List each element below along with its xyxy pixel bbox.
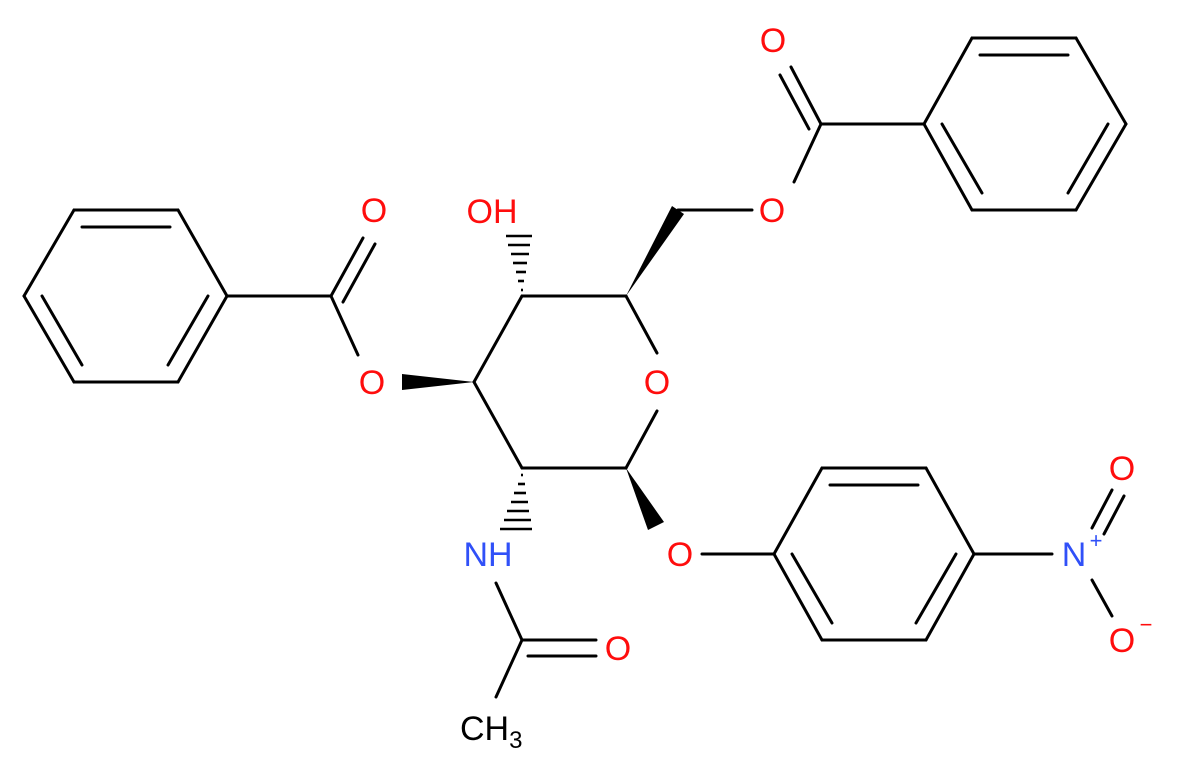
bond-o3-carbonyl [329, 294, 360, 357]
nitro-oxygen-bottom-label: O [1109, 622, 1135, 660]
ring-oxygen-label: O [644, 364, 670, 402]
bond-ph3-d [924, 552, 976, 642]
nitro-oxygen-top-label: O [1109, 450, 1135, 488]
bond-ph3-inner-2 [914, 552, 958, 625]
amide-nitrogen-label: NH [463, 536, 512, 574]
bond-ph3-f [772, 552, 824, 642]
bond-o6-carbonyl [792, 122, 823, 184]
methyl-label: CH3 [460, 710, 522, 754]
hydroxyl-label: OH [467, 193, 518, 231]
bond-n-carbonyl [494, 581, 524, 642]
bonds [22, 36, 1128, 699]
bond-c3-c2 [472, 380, 524, 470]
bond-carbonyl-methyl [494, 638, 524, 699]
bond-ph3-c [924, 466, 976, 556]
bond-ph3-inner-3 [790, 552, 834, 625]
bond-c1-ring-o [624, 409, 659, 470]
bond-nitro-o-top-a [1090, 488, 1114, 530]
ester-oxygen-c6-label: O [759, 192, 785, 230]
hash-c4-oh [506, 234, 532, 292]
ester-oxygen-c3-label: O [359, 364, 385, 402]
bond-nitro-o-top-b [1102, 494, 1126, 536]
methyl-text: CH [460, 710, 509, 748]
nitro-oxygen-charge: − [1140, 612, 1153, 637]
glycosidic-oxygen-label: O [667, 536, 693, 574]
carbonyl-oxygen-c6-label: O [760, 22, 786, 60]
bond-ph2-d [22, 294, 76, 384]
wedge-c3-o3 [402, 374, 474, 390]
carbonyl-oxygen-c3-label: O [361, 192, 387, 230]
bond-ph1-d [1074, 122, 1128, 212]
bond-ph2-f [176, 294, 229, 384]
bond-carbonyl-c6-double-a [789, 65, 823, 126]
bond-ph2-inner-3 [166, 294, 210, 367]
bond-ph2-a [176, 208, 229, 298]
bond-carbonyl-c3-double-a [329, 236, 365, 298]
bond-ph3-a [772, 466, 824, 556]
bond-ph1-f [922, 122, 974, 212]
hash-c2-nh [500, 473, 532, 531]
bond-ph1-inner-2 [1066, 122, 1110, 195]
bond-ph2-c [22, 208, 76, 298]
bond-ring-o-c5 [624, 294, 659, 355]
bond-carbonyl-c6-double-b [778, 73, 811, 131]
atom-labels: O OH O O O O O NH O CH3 N + O O − [359, 22, 1153, 754]
bond-ph1-a [922, 36, 974, 126]
nitro-nitrogen-charge: + [1090, 528, 1103, 553]
bond-carbonyl-c3-double-b [341, 242, 377, 304]
nitro-nitrogen-label: N [1062, 536, 1087, 574]
bond-ph2-inner-2 [40, 294, 84, 367]
bond-ph1-c [1074, 36, 1128, 126]
bond-c4-c3 [472, 294, 524, 384]
methyl-subscript: 3 [509, 727, 522, 754]
wedge-c5-c6 [626, 206, 684, 296]
bond-ph1-inner-3 [940, 122, 984, 195]
wedge-c1-o1 [626, 468, 664, 530]
stereo-bonds [402, 206, 684, 531]
bond-nitro-o-bottom [1090, 578, 1114, 618]
amide-carbonyl-oxygen-label: O [605, 630, 631, 668]
